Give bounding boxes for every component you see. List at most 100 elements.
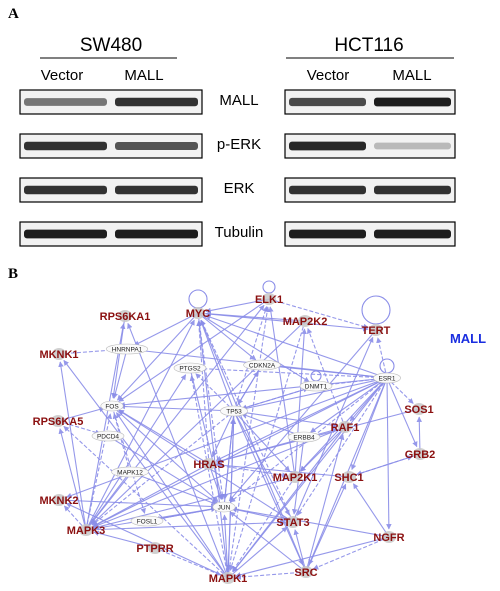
- network-edge: [57, 406, 105, 422]
- network-edge: [189, 367, 224, 500]
- network-edge: [223, 418, 236, 508]
- blot-band: [115, 97, 198, 107]
- network-node-label: MAP2K1: [273, 472, 318, 484]
- network-edge: [107, 435, 218, 504]
- panel-a-label: A: [8, 6, 19, 22]
- network-edge: [118, 409, 210, 465]
- network-node-label: SRC: [294, 567, 317, 579]
- network-edge: [57, 420, 101, 435]
- network-edge: [197, 312, 257, 361]
- network-node-label: TP53: [226, 408, 242, 415]
- network-node-label: ESR1: [379, 375, 396, 382]
- network-edge: [119, 403, 235, 412]
- network-node-shape: [52, 348, 66, 360]
- network-edge: [199, 319, 235, 412]
- blot-band: [24, 185, 107, 195]
- network-edge: [312, 536, 390, 570]
- network-edge: [231, 507, 294, 523]
- network-node-label: SOS1: [404, 404, 433, 416]
- network-edge: [205, 298, 270, 314]
- network-node-shape: [79, 524, 93, 536]
- network-node-label: SHC1: [334, 472, 363, 484]
- network-edge: [58, 361, 87, 531]
- network-edge: [92, 377, 388, 527]
- network-node-label: HRAS: [193, 459, 224, 471]
- blot-band: [115, 229, 198, 239]
- network-edge: [294, 328, 307, 478]
- network-edge: [118, 298, 270, 402]
- network-node-shape: [299, 566, 313, 578]
- network-edge: [233, 410, 338, 428]
- network-node-label: MKNK2: [39, 495, 78, 507]
- network-edge: [232, 426, 346, 573]
- blot-row-label: MALL: [219, 92, 258, 109]
- network-edge: [310, 377, 388, 433]
- network-node-label: RPS6KA5: [33, 416, 84, 428]
- network-edge: [117, 312, 199, 401]
- network-node-shape: [51, 415, 65, 427]
- network-edge: [58, 428, 87, 531]
- network-node-label: PTPRR: [136, 543, 173, 555]
- blot-band: [115, 185, 198, 195]
- network-node-label: MAPK1: [209, 573, 248, 585]
- network-node-label: PDCD4: [97, 433, 119, 440]
- network-edge: [349, 377, 388, 422]
- network-edge: [63, 505, 87, 531]
- network-node-label: TERT: [362, 325, 391, 337]
- network-edge: [306, 327, 346, 428]
- blot-band: [24, 141, 107, 151]
- blot-band: [374, 185, 451, 195]
- network-edge: [352, 483, 390, 538]
- network-edge: [216, 462, 350, 478]
- panel-b-label: B: [8, 266, 18, 282]
- network-edge: [211, 410, 235, 458]
- network-edge: [296, 377, 388, 516]
- network-edge: [416, 416, 423, 455]
- network-edge: [233, 410, 304, 566]
- network-edge: [127, 322, 229, 579]
- blot-band: [289, 141, 366, 151]
- network-edge: [386, 377, 418, 448]
- network-edge: [85, 319, 195, 531]
- network-edge: [229, 511, 307, 573]
- network-edge: [292, 336, 374, 523]
- network-node-label: ELK1: [255, 294, 283, 306]
- network-node-shape: [221, 572, 235, 584]
- lane-label: MALL: [392, 67, 431, 84]
- network-edge: [91, 410, 235, 526]
- network-edge: [129, 471, 218, 506]
- blot-band: [289, 229, 366, 239]
- network-edge: [323, 377, 388, 388]
- network-node-label: CDKN2A: [249, 362, 276, 369]
- network-edge: [305, 483, 347, 573]
- network-node-shape: [287, 431, 321, 443]
- network-edge: [300, 426, 346, 472]
- network-edge: [93, 476, 296, 530]
- network-node-label: MALL: [450, 331, 486, 346]
- network-edge: [197, 312, 369, 332]
- network-node-shape: [413, 448, 427, 460]
- self-loop: [310, 370, 322, 382]
- network-edge: [235, 536, 390, 578]
- blot-row-label: p-ERK: [217, 136, 261, 153]
- network-edge: [58, 499, 217, 510]
- network-edge: [91, 320, 306, 525]
- network-node-shape: [212, 501, 236, 513]
- network-node-shape: [299, 380, 333, 392]
- blot-images: [19, 89, 456, 247]
- lane-label: Vector: [307, 67, 350, 84]
- network-edge: [133, 312, 199, 346]
- network-edge: [112, 413, 131, 473]
- network-edge: [90, 471, 131, 525]
- network-node-label: MKNK1: [39, 349, 78, 361]
- network-node-shape: [342, 471, 356, 483]
- network-edge: [229, 320, 306, 571]
- blot-row-label: ERK: [224, 180, 255, 197]
- blot-band: [24, 229, 107, 239]
- network-edge: [200, 319, 294, 523]
- network-edge: [228, 329, 377, 502]
- network-node-label: RPS6KA1: [100, 311, 151, 323]
- network-edge: [305, 434, 345, 573]
